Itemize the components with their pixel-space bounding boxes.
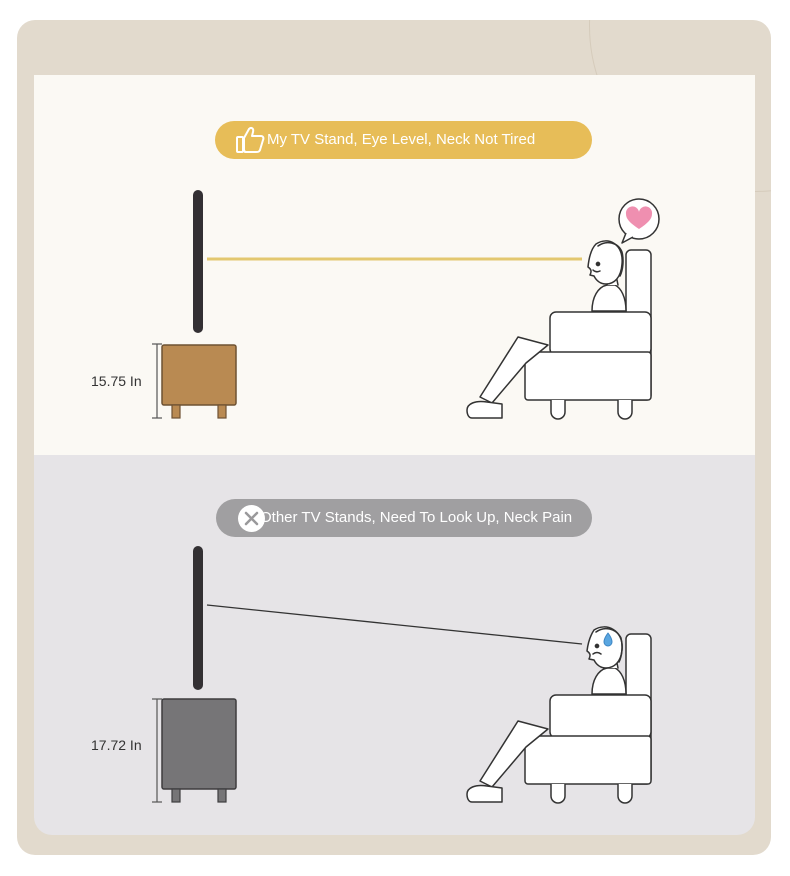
bad-height-label: 17.72 In [91,737,142,753]
heart-icon [625,206,653,229]
armchair [524,633,652,804]
bad-scene [152,546,652,804]
sweat-drop-icon [603,632,613,647]
person-strained [466,626,627,803]
thumbs-up-icon [236,127,265,153]
sightline-upward [206,604,583,645]
armchair [524,249,652,420]
good-banner: My TV Stand, Eye Level, Neck Not Tired [215,121,592,159]
bad-banner: Other TV Stands, Need To Look Up, Neck P… [216,499,592,537]
height-dimension [152,698,162,803]
height-dimension [152,343,162,419]
good-banner-text: My TV Stand, Eye Level, Neck Not Tired [267,131,536,148]
bad-banner-text: Other TV Stands, Need To Look Up, Neck P… [260,509,573,526]
close-icon [238,505,265,532]
good-scene [152,190,660,420]
thought-bubble [618,198,660,244]
person-happy [466,240,627,419]
good-height-label: 15.75 In [91,373,142,389]
tv-stand [161,344,237,419]
tv-stand [161,698,237,803]
